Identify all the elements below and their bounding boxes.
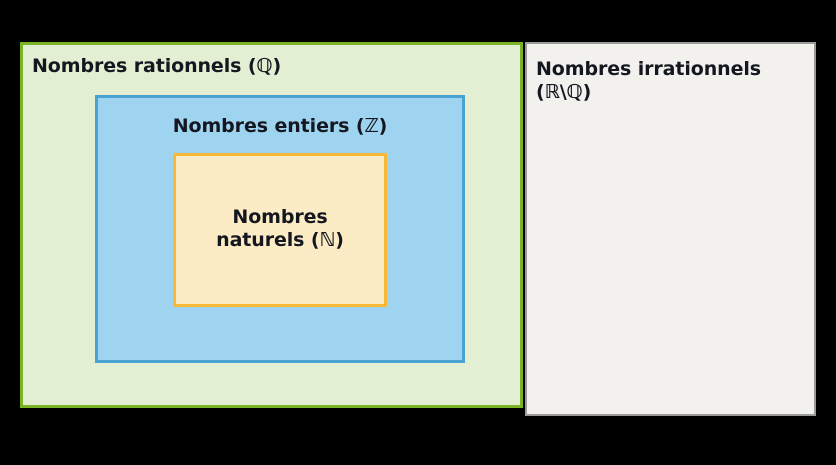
set-label-naturals: Nombres naturels (ℕ)	[216, 206, 344, 252]
set-label-integers: Nombres entiers (ℤ)	[172, 115, 388, 137]
set-label-irrationals: Nombres irrationnels (ℝ\ℚ)	[536, 58, 762, 104]
set-region-integers[interactable]: Nombres entiers (ℤ) Nombres naturels (ℕ)	[95, 95, 465, 363]
set-label-rationals: Nombres rationnels (ℚ)	[32, 55, 282, 77]
set-region-rationals[interactable]: Nombres rationnels (ℚ) Nombres entiers (…	[20, 42, 523, 408]
set-region-naturals[interactable]: Nombres naturels (ℕ)	[173, 153, 387, 307]
set-region-irrationals[interactable]: Nombres irrationnels (ℝ\ℚ)	[525, 42, 816, 416]
